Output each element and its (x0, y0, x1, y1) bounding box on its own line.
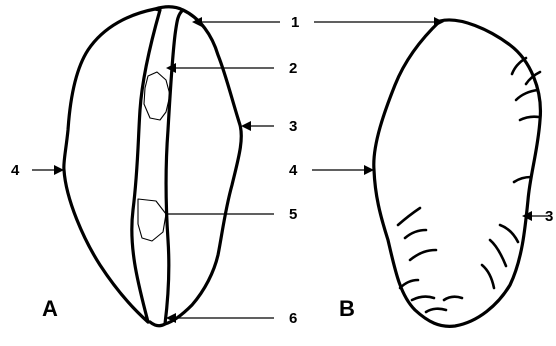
crease (520, 117, 539, 120)
figure-a-left-valve (64, 9, 160, 322)
svg-text:5: 5 (289, 206, 297, 223)
crease (512, 58, 526, 74)
svg-text:6: 6 (289, 310, 297, 327)
crease (514, 177, 531, 182)
label-3-a: 3 (241, 118, 297, 135)
crease (405, 230, 426, 238)
figure-a-lower-body (138, 199, 166, 241)
svg-text:4: 4 (289, 162, 298, 179)
label-4-a: 4 (11, 162, 64, 179)
figure-a-right-valve (165, 10, 241, 324)
figure-a-apex (155, 7, 183, 10)
svg-text:2: 2 (289, 60, 297, 77)
label-4-b: 4 (289, 162, 374, 179)
crease (444, 297, 462, 300)
crease (400, 280, 418, 288)
panel-label-a: A (42, 296, 58, 321)
figure-a: A (42, 7, 241, 326)
crease (500, 225, 518, 242)
label-2: 2 (166, 60, 297, 77)
crease (412, 297, 434, 300)
crease (516, 90, 538, 100)
svg-text:3: 3 (545, 208, 553, 225)
crease (490, 240, 506, 266)
crease (410, 250, 436, 260)
figure-a-upper-body (144, 72, 170, 120)
svg-text:1: 1 (291, 14, 299, 31)
figure-b: B (339, 20, 540, 326)
label-5: 5 (166, 206, 297, 223)
panel-label-b: B (339, 296, 355, 321)
svg-text:4: 4 (11, 162, 20, 179)
crease (398, 208, 420, 225)
figure-a-suture (150, 322, 165, 326)
svg-text:3: 3 (289, 118, 297, 135)
crease (482, 265, 494, 288)
label-1: 1 (192, 14, 444, 31)
crease (426, 309, 446, 312)
